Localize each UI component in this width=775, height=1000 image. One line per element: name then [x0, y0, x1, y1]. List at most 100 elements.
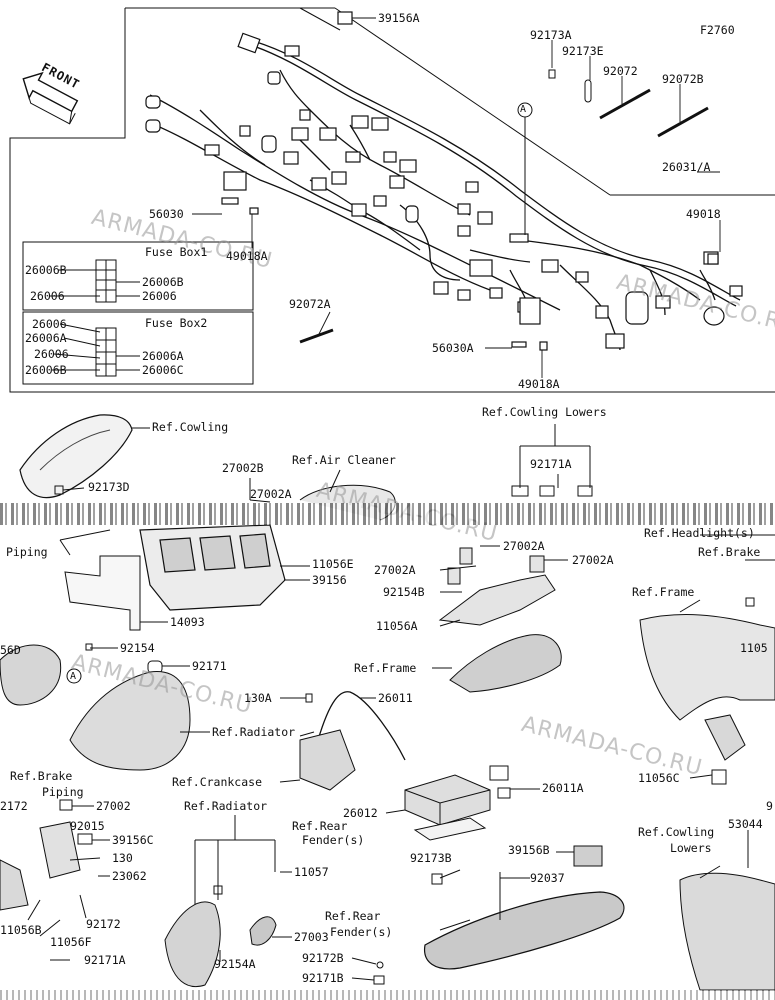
part-label[interactable]: 26006B [25, 363, 67, 377]
part-label[interactable]: 92171A [530, 457, 572, 471]
battery-cable-26011 [317, 691, 406, 761]
fuse-box2-icon [95, 327, 117, 377]
part-label[interactable]: 26006 [34, 347, 69, 361]
part-label[interactable]: 26006 [32, 317, 67, 331]
part-label[interactable]: 11056C [638, 771, 680, 785]
ref-label[interactable]: Ref.Rear [325, 909, 381, 923]
part-label[interactable]: 27002A [572, 553, 614, 567]
part-label[interactable]: 27003 [294, 930, 329, 944]
ref-label[interactable]: Ref.Radiator [184, 799, 268, 813]
ref-label[interactable]: Fender(s) [330, 925, 393, 939]
band-92173E [584, 79, 592, 103]
part-label[interactable]: 92172 [86, 917, 121, 931]
part-label[interactable]: 27002A [503, 539, 545, 553]
ref-label[interactable]: Ref.Frame [632, 585, 695, 599]
ref-label[interactable]: Piping [42, 785, 84, 799]
ref-label[interactable]: Ref.Cowling Lowers [482, 405, 607, 419]
ref-label[interactable]: Ref.Crankcase [172, 775, 263, 789]
part-label[interactable]: 130A [244, 691, 272, 705]
part-label[interactable]: 92072 [603, 64, 638, 78]
part-label[interactable]: 92173B [410, 851, 452, 865]
part-label[interactable]: 92173D [88, 480, 130, 494]
part-label[interactable]: 27002A [374, 563, 416, 577]
ref-label[interactable]: Lowers [670, 841, 712, 855]
part-label[interactable]: 11056A [376, 619, 418, 633]
part-label[interactable]: 92154A [214, 957, 256, 971]
cowling-part [19, 414, 133, 499]
part-label[interactable]: 27002 [96, 799, 131, 813]
plate-14093 [64, 555, 141, 631]
part-label[interactable]: 9 [766, 799, 773, 813]
ref-label[interactable]: Ref.Rear [292, 819, 348, 833]
part-label[interactable]: 39156A [378, 11, 420, 25]
part-label[interactable]: 92171 [192, 659, 227, 673]
cowling-lowers-bracket [511, 424, 593, 497]
part-label[interactable]: 26011A [542, 781, 584, 795]
part-label[interactable]: 14093 [170, 615, 205, 629]
part-label[interactable]: 92015 [70, 819, 105, 833]
ref-label[interactable]: Ref.Air Cleaner [292, 453, 396, 467]
part-label[interactable]: 11056B [0, 923, 42, 937]
part-label[interactable]: 92072A [289, 297, 331, 311]
ref-label[interactable]: Ref.Cowling [152, 420, 229, 434]
ref-label[interactable]: Ref.Headlight(s) [644, 526, 755, 540]
part-label[interactable]: 26031/A [662, 160, 711, 174]
part-label[interactable]: 23062 [112, 869, 147, 883]
fuse-box2-frame [22, 311, 254, 385]
harness-frame [9, 8, 775, 393]
clip-92173A [548, 69, 556, 79]
front-arrow-icon [22, 71, 79, 125]
part-label[interactable]: 26012 [343, 806, 378, 820]
part-label[interactable]: 26011 [378, 691, 413, 705]
part-label[interactable]: 92072B [662, 72, 704, 86]
part-label[interactable]: 92171A [84, 953, 126, 967]
part-label[interactable]: 27002A [250, 487, 292, 501]
part-label[interactable]: 53044 [728, 817, 763, 831]
part-label[interactable]: 130 [112, 851, 133, 865]
part-label[interactable]: 92154B [383, 585, 425, 599]
engine-part [139, 524, 286, 611]
part-label[interactable]: 11057 [294, 865, 329, 879]
part-label[interactable]: 92173E [562, 44, 604, 58]
part-label[interactable]: 92172B [302, 951, 344, 965]
part-label[interactable]: 49018A [226, 249, 268, 263]
rear-fender-part [424, 891, 625, 970]
part-label[interactable]: 39156B [508, 843, 550, 857]
part-label[interactable]: 2172 [0, 799, 28, 813]
part-label[interactable]: 26006A [25, 331, 67, 345]
ref-label[interactable]: Ref.Radiator [212, 725, 296, 739]
part-label[interactable]: 39156 [312, 573, 347, 587]
part-label[interactable]: 56030A [432, 341, 474, 355]
part-label[interactable]: 26006B [142, 275, 184, 289]
part-label[interactable]: 26006B [25, 263, 67, 277]
part-label[interactable]: 92037 [530, 871, 565, 885]
ref-label[interactable]: Piping [6, 545, 48, 559]
part-label[interactable]: 1105 [740, 641, 768, 655]
part-label[interactable]: 26006A [142, 349, 184, 363]
part-label[interactable]: 92154 [120, 641, 155, 655]
callout-a-bottom-circle [66, 668, 82, 684]
page-tear-band-bottom [0, 990, 775, 1000]
part-label[interactable]: 56D [0, 643, 21, 657]
part-label[interactable]: 49018 [686, 207, 721, 221]
part-label[interactable]: 26006 [142, 289, 177, 303]
part-label[interactable]: 39156C [112, 833, 154, 847]
part-label[interactable]: 26006C [142, 363, 184, 377]
ref-label[interactable]: Ref.Brake [698, 545, 761, 559]
ref-label[interactable]: Fender(s) [302, 833, 365, 847]
part-label[interactable]: 11056F [50, 935, 92, 949]
part-label[interactable]: 92171B [302, 971, 344, 985]
part-label[interactable]: 56030 [149, 207, 184, 221]
part-label[interactable]: 92173A [530, 28, 572, 42]
part-label[interactable]: 27002B [222, 461, 264, 475]
ref-label[interactable]: Ref.Cowling [638, 825, 715, 839]
ref-label[interactable]: Ref.Brake [10, 769, 73, 783]
part-label[interactable]: 26006 [30, 289, 65, 303]
ref-label[interactable]: Ref.Frame [354, 661, 417, 675]
part-label[interactable]: 49018A [518, 377, 560, 391]
bracket-11056A [438, 547, 556, 626]
page-tear-band [0, 503, 775, 525]
part-label[interactable]: 11056E [312, 557, 354, 571]
